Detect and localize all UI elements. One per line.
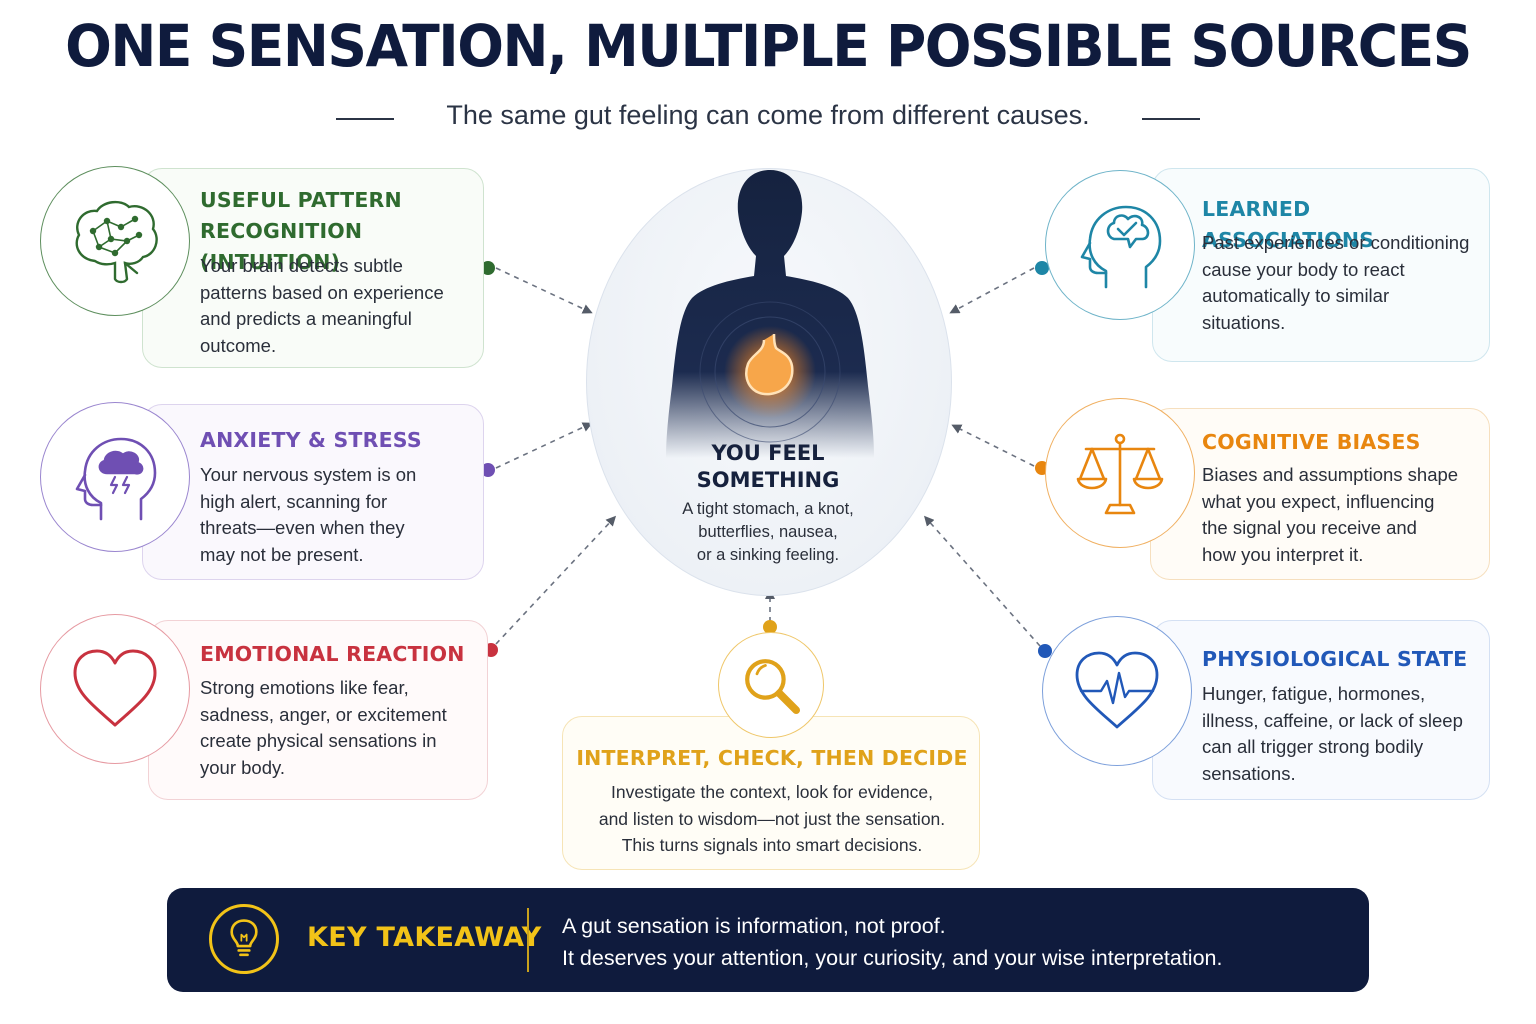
card-body-line: This turns signals into smart decisions. <box>621 835 923 855</box>
card-body-line: create physical sensations in <box>200 730 437 751</box>
card-body-line: sadness, anger, or excitement <box>200 703 447 725</box>
card-body: Strong emotions like fear, sadness, ange… <box>200 675 447 781</box>
card-body: Biases and assumptions shape what you ex… <box>1202 462 1458 568</box>
heart-pulse-icon <box>1042 616 1192 766</box>
card-body: Hunger, fatigue, hormones, illness, caff… <box>1202 681 1463 787</box>
card-body-line: Biases and assumptions shape <box>1202 464 1459 485</box>
center-description: A tight stomach, a knot, butterflies, na… <box>640 498 896 567</box>
subtitle: The same gut feeling can come from diffe… <box>446 100 1090 130</box>
key-takeaway-divider <box>527 908 529 972</box>
arrow-intuition <box>495 267 593 314</box>
card-body-line: Investigate the context, look for eviden… <box>611 782 933 802</box>
magnifier-icon <box>718 632 824 738</box>
card-body-line: outcome. <box>200 334 277 356</box>
card-body: Investigate the context, look for eviden… <box>563 779 981 859</box>
key-takeaway-line: It deserves your attention, your curiosi… <box>562 946 1223 970</box>
card-body-line: and predicts a meaningful <box>200 308 412 329</box>
key-takeaway-line: A gut sensation is information, not proo… <box>562 914 946 938</box>
dot-learned <box>1035 261 1049 275</box>
card-body-line: cause your body to react <box>1202 258 1405 280</box>
center-title-line: SOMETHING <box>696 468 840 492</box>
card-heading: EMOTIONAL REACTION <box>200 642 465 666</box>
card-body: Your brain detects subtle patterns based… <box>200 253 444 359</box>
key-takeaway-label: KEY TAKEAWAY <box>307 922 542 953</box>
card-body-line: how you interpret it. <box>1202 543 1364 565</box>
card-interpret: INTERPRET, CHECK, THEN DECIDE Investigat… <box>562 716 980 870</box>
card-intuition: USEFUL PATTERN RECOGNITION (INTUITION) Y… <box>142 168 484 368</box>
card-body-line: Your nervous system is on <box>200 464 417 485</box>
card-body-line: high alert, scanning for <box>200 490 388 512</box>
center-title: YOU FEEL SOMETHING <box>640 440 896 494</box>
dot-anxiety <box>481 463 495 477</box>
card-body: Past experiences or conditioning cause y… <box>1202 230 1469 336</box>
card-heading: LEARNED ASSOCIATIONS <box>1202 197 1375 252</box>
arrow-emotional <box>495 515 617 645</box>
card-heading: USEFUL PATTERN RECOGNITION (INTUITION) <box>200 185 483 278</box>
card-heading-line: USEFUL PATTERN <box>200 188 402 212</box>
card-body-line: and listen to wisdom—not just the sensat… <box>598 808 946 829</box>
card-anxiety: ANXIETY & STRESS Your nervous system is … <box>142 404 484 580</box>
center-desc-line: butterflies, nausea, <box>698 523 838 541</box>
person-silhouette-stomach-icon <box>666 170 874 458</box>
card-heading: INTERPRET, CHECK, THEN DECIDE <box>576 746 968 770</box>
balance-scale-icon <box>1045 398 1195 548</box>
dot-physiological <box>1038 644 1052 658</box>
card-physiological: PHYSIOLOGICAL STATE Hunger, fatigue, hor… <box>1152 620 1490 800</box>
lightbulb-icon <box>209 904 279 974</box>
heart-icon <box>40 614 190 764</box>
card-body-line: your body. <box>200 756 286 778</box>
card-body-line: situations. <box>1202 311 1286 333</box>
arrow-anxiety <box>495 422 593 469</box>
card-body-line: Strong emotions like fear, <box>200 677 409 698</box>
card-body-line: the signal you receive and <box>1202 517 1417 538</box>
dot-intuition <box>481 261 495 275</box>
card-heading: COGNITIVE BIASES <box>1202 430 1421 454</box>
key-takeaway-text: A gut sensation is information, not proo… <box>562 910 1222 974</box>
subtitle-rule-right <box>1142 118 1200 120</box>
card-body-line: what you expect, influencing <box>1202 490 1435 512</box>
card-body: Your nervous system is on high alert, sc… <box>200 462 416 568</box>
head-checkmark-icon <box>1045 170 1195 320</box>
arrow-physiological <box>924 515 1041 647</box>
dot-interpret <box>763 620 777 634</box>
brain-network-icon <box>40 166 190 316</box>
card-biases: COGNITIVE BIASES Biases and assumptions … <box>1150 408 1490 580</box>
card-body-line: automatically to similar <box>1202 285 1390 306</box>
center-desc-line: or a sinking feeling. <box>696 546 840 564</box>
card-learned: LEARNED ASSOCIATIONS Past experiences or… <box>1152 168 1490 362</box>
center-title-line: YOU FEEL <box>711 441 825 465</box>
arrow-learned <box>949 267 1035 314</box>
card-body-line: patterns based on experience <box>200 281 444 303</box>
center-desc-line: A tight stomach, a knot, <box>682 500 854 518</box>
key-takeaway-banner: KEY TAKEAWAY A gut sensation is informat… <box>167 888 1369 992</box>
page-title: ONE SENSATION, MULTIPLE POSSIBLE SOURCES <box>65 12 1472 80</box>
card-heading-line: RECOGNITION (INTUITION) <box>200 219 363 274</box>
card-body-line: threats—even when they <box>200 517 405 538</box>
card-body-line: can all trigger strong bodily <box>1202 736 1424 757</box>
card-emotional: EMOTIONAL REACTION Strong emotions like … <box>148 620 488 800</box>
card-heading: PHYSIOLOGICAL STATE <box>1202 647 1468 671</box>
card-heading: ANXIETY & STRESS <box>200 428 422 452</box>
arrow-biases <box>951 424 1035 467</box>
subtitle-rule-left <box>336 118 394 120</box>
card-body-line: Past experiences or conditioning <box>1202 232 1470 253</box>
card-body-line: illness, caffeine, or lack of sleep <box>1202 709 1463 731</box>
head-storm-icon <box>40 402 190 552</box>
card-body-line: Your brain detects subtle <box>200 255 403 276</box>
card-body-line: sensations. <box>1202 762 1296 784</box>
card-body-line: may not be present. <box>200 543 364 565</box>
card-body-line: Hunger, fatigue, hormones, <box>1202 683 1426 704</box>
